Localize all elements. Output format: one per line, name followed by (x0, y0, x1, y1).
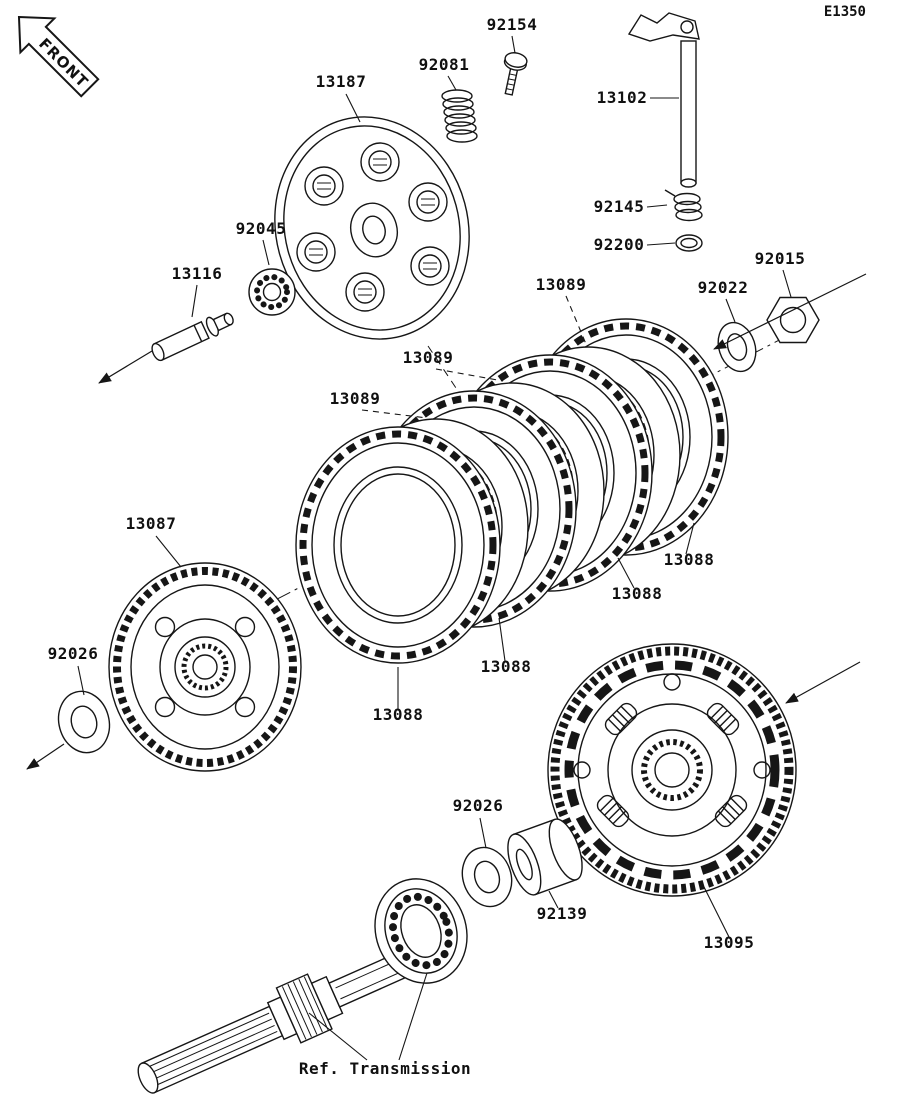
part-label: 13102 (597, 88, 648, 107)
part-label: 13087 (126, 514, 177, 533)
front-arrow: FRONT (17, 15, 100, 98)
part-label: 92045 (236, 219, 287, 238)
spring-92145 (664, 189, 703, 222)
part-label: 92081 (419, 55, 470, 74)
friction-plate-13088 (295, 426, 501, 664)
clutch-hub-13087 (108, 562, 302, 772)
part-label: 13088 (664, 550, 715, 569)
damper-spring (706, 702, 740, 736)
damper-spring (596, 794, 630, 828)
leader-lines (77, 35, 792, 1061)
part-label: 13088 (373, 705, 424, 724)
circlip-92200 (675, 234, 703, 252)
assembly-axis-line (427, 345, 481, 425)
part-label: 92145 (594, 197, 645, 216)
washer-92022 (717, 321, 757, 373)
part-label: 13089 (536, 275, 587, 294)
nut-92015 (766, 296, 820, 344)
direction-arrow (26, 743, 65, 770)
clutch-housing-13095 (547, 643, 797, 897)
bolt-92154 (503, 52, 528, 96)
pressure-plate-13187 (274, 116, 470, 340)
direction-arrow (785, 661, 861, 704)
spring-92081 (441, 89, 478, 143)
part-label: 92022 (698, 278, 749, 297)
sleeve-92139 (507, 818, 583, 896)
part-label: 13088 (481, 657, 532, 676)
part-label: 13088 (612, 584, 663, 603)
ball-bearing (374, 878, 468, 984)
page-code: E1350 (824, 4, 866, 20)
part-label: 92154 (487, 15, 538, 34)
part-label: 92026 (453, 796, 504, 815)
part-label: 92015 (755, 249, 806, 268)
part-label: 92139 (537, 904, 588, 923)
part-label: 13187 (316, 72, 367, 91)
front-label: FRONT (35, 35, 92, 92)
direction-arrow (713, 273, 867, 350)
part-label: 13089 (330, 389, 381, 408)
direction-arrow (98, 350, 153, 384)
part-label: 92200 (594, 235, 645, 254)
part-label: 13116 (172, 264, 223, 283)
damper-spring (604, 702, 638, 736)
part-label: 13089 (403, 348, 454, 367)
part-label: 13095 (704, 933, 755, 952)
spring-pocket (296, 142, 450, 312)
bearing-92045 (248, 268, 296, 316)
washer-92026 (57, 690, 111, 754)
washer-92026 (461, 846, 513, 908)
release-lever-13102 (627, 12, 700, 188)
part-label: 92026 (48, 644, 99, 663)
ref-transmission-label: Ref. Transmission (299, 1059, 471, 1078)
damper-spring (714, 794, 748, 828)
push-rod-13116 (151, 312, 234, 362)
